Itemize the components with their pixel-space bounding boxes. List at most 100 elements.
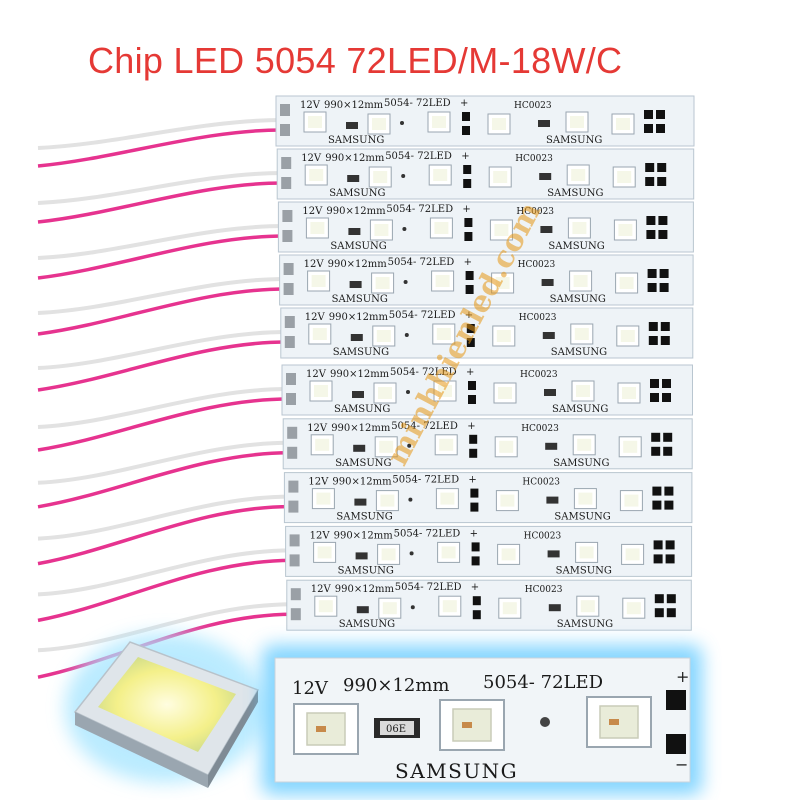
- led-chip: [491, 272, 515, 294]
- led-chip: [617, 382, 641, 404]
- wire-pair: [37, 171, 284, 224]
- wire-pair: [37, 387, 289, 452]
- strip-plus: +: [471, 582, 479, 593]
- strip-code: HC0023: [516, 207, 554, 217]
- led-chip: [569, 270, 593, 292]
- led-chip: [488, 166, 512, 188]
- strip-model: 5054- 72LED: [388, 257, 455, 268]
- wire-bundle: [37, 118, 293, 679]
- strip-size: 990×12mm: [326, 206, 386, 217]
- led-chip: [612, 166, 636, 188]
- led-chip: [493, 382, 517, 404]
- strip-code: HC0023: [514, 101, 552, 111]
- led-chip: [431, 270, 455, 292]
- led-chip: [492, 325, 516, 347]
- strip-size: 990×12mm: [329, 312, 389, 323]
- led-chip: [497, 543, 521, 565]
- led-chip: [571, 380, 595, 402]
- strip-plus: +: [470, 528, 478, 539]
- wire-pair: [37, 440, 290, 509]
- led-chip: [495, 490, 519, 512]
- strip-brand: SAMSUNG: [335, 458, 391, 469]
- closeup-plus: +: [676, 667, 689, 686]
- closeup-led-chip: [293, 703, 359, 755]
- led-chip: [619, 490, 643, 512]
- strip-size: 990×12mm: [328, 259, 388, 270]
- strip-voltage: 12V: [300, 100, 321, 111]
- led-chip: [566, 164, 590, 186]
- strip-brand: SAMSUNG: [548, 241, 604, 252]
- strip-plus: +: [460, 98, 468, 109]
- closeup-resistor: 06E: [374, 718, 420, 738]
- strip-brand: SAMSUNG: [334, 404, 390, 415]
- strip-code: HC0023: [521, 424, 559, 434]
- strip-size: 990×12mm: [335, 584, 395, 595]
- led-chip: [313, 541, 337, 563]
- strip-brand: SAMSUNG: [339, 619, 395, 630]
- led-chip: [622, 597, 646, 619]
- strip-size: 990×12mm: [325, 153, 385, 164]
- strip-voltage: 12V: [302, 206, 323, 217]
- wire-pair: [37, 277, 286, 336]
- led-chip: [621, 543, 645, 565]
- strip-code: HC0023: [515, 154, 553, 164]
- strip-brand: SAMSUNG: [551, 347, 607, 358]
- strip-model: 5054- 72LED: [390, 367, 457, 378]
- led-chip: [573, 488, 597, 510]
- strip-code: HC0023: [520, 370, 558, 380]
- strip-brand: SAMSUNG: [546, 135, 602, 146]
- led-chip: [373, 382, 397, 404]
- strip-brand: SAMSUNG: [332, 294, 388, 305]
- led-chip: [429, 217, 453, 239]
- strip-voltage: 12V: [311, 584, 332, 595]
- closeup-minus: −: [675, 755, 688, 774]
- led-chip: [570, 323, 594, 345]
- strip-plus: +: [466, 367, 474, 378]
- strip-brand: SAMSUNG: [557, 619, 613, 630]
- led-chip: [374, 436, 398, 458]
- strip-brand: SAMSUNG: [338, 565, 394, 576]
- strip-brand: SAMSUNG: [554, 512, 610, 523]
- led-chip: [567, 217, 591, 239]
- strip-plus: +: [462, 204, 470, 215]
- led-chip: [309, 380, 333, 402]
- strip-plus: +: [468, 475, 476, 486]
- strip-model: 5054- 72LED: [394, 528, 461, 539]
- led-chip: [611, 113, 635, 135]
- led-chip: [613, 219, 637, 241]
- strip-code: HC0023: [518, 260, 556, 270]
- led-chip: [487, 113, 511, 135]
- strip-size: 990×12mm: [334, 530, 394, 541]
- strip-size: 990×12mm: [324, 100, 384, 111]
- wire-pair: [37, 330, 287, 392]
- led-chip: [616, 325, 640, 347]
- led-chip: [377, 543, 401, 565]
- led-chip: [434, 434, 458, 456]
- strip-brand: SAMSUNG: [330, 241, 386, 252]
- led-chip: [427, 111, 451, 133]
- led-chip: [305, 217, 329, 239]
- strip-voltage: 12V: [304, 259, 325, 270]
- strip-code: HC0023: [519, 313, 557, 323]
- strip-model: 5054- 72LED: [392, 475, 459, 486]
- closeup-led-chip: [439, 699, 505, 751]
- wire-pair: [37, 494, 291, 566]
- led-chip: [310, 434, 334, 456]
- strip-voltage: 12V: [308, 477, 329, 488]
- led-chip: [432, 323, 456, 345]
- strip-size: 990×12mm: [332, 477, 392, 488]
- led-chip: [367, 113, 391, 135]
- strip-plus: +: [467, 421, 475, 432]
- strip-brand: SAMSUNG: [556, 565, 612, 576]
